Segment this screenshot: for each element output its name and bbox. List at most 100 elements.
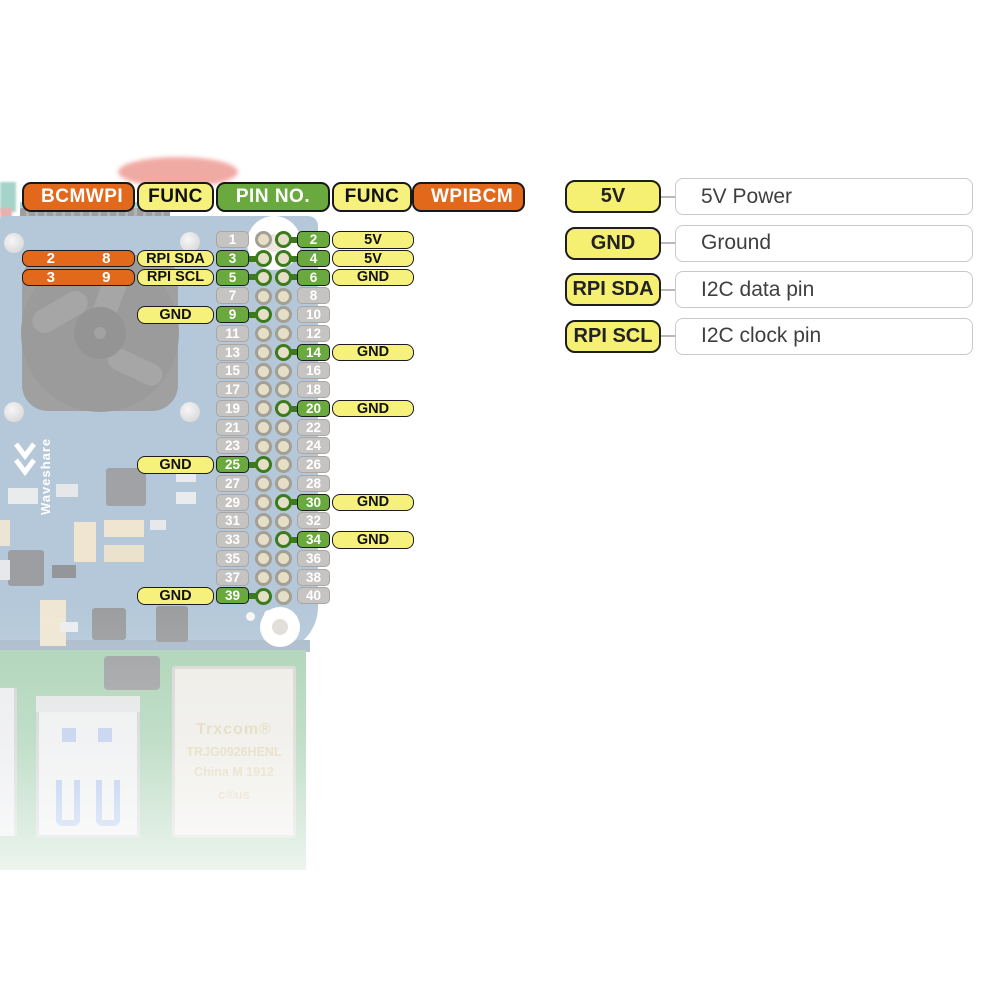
board-edge-fragment-teal xyxy=(0,182,16,212)
pin-number-15: 15 xyxy=(216,362,249,380)
waveshare-wave-icon xyxy=(14,442,36,477)
pin-number-11: 11 xyxy=(216,324,249,342)
legend: 5V 5V Power GND Ground RPI SDA I2C data … xyxy=(565,178,973,364)
fan-hub-center xyxy=(94,327,106,339)
solder-pad-pin-3 xyxy=(254,250,272,267)
pin-number-12: 12 xyxy=(297,324,330,342)
legend-row-gnd: GND Ground xyxy=(565,224,973,262)
connector-pin-6 xyxy=(288,274,299,281)
pin-number-30: 30 xyxy=(297,493,330,511)
solder-pad-pin-14 xyxy=(274,343,292,361)
header-wpi-bcm-right: WPI BCM xyxy=(412,182,525,212)
legend-desc-gnd: Ground xyxy=(675,224,973,262)
solder-pad-pin-12 xyxy=(274,325,292,342)
pin-number-21: 21 xyxy=(216,418,249,436)
pin-number-26: 26 xyxy=(297,456,330,473)
smd-component xyxy=(0,560,10,580)
solder-pad-pin-10 xyxy=(274,306,292,324)
connector-pin-30 xyxy=(288,499,299,506)
solder-pad-pin-8 xyxy=(274,287,292,305)
func-label-pin-25: GND xyxy=(137,456,214,474)
pin-number-20: 20 xyxy=(297,399,330,417)
ic-chip xyxy=(106,468,146,506)
pin-number-35: 35 xyxy=(216,549,249,567)
pin-number-9: 9 xyxy=(216,306,249,323)
solder-pad-pin-20 xyxy=(274,400,292,417)
solder-pad-pin-11 xyxy=(254,325,272,342)
pin-number-2: 2 xyxy=(297,231,330,248)
pin-number-14: 14 xyxy=(297,343,330,361)
solder-pad-pin-23 xyxy=(254,437,272,455)
bcm-value: 2 xyxy=(46,250,55,267)
ic-chip xyxy=(8,550,44,586)
pin-number-22: 22 xyxy=(297,418,330,436)
pin-number-40: 40 xyxy=(297,587,330,605)
header-pin-no-label: PIN NO. xyxy=(235,186,311,207)
solder-pad-pin-18 xyxy=(274,381,292,399)
pin-number-25: 25 xyxy=(216,456,249,473)
pin-number-29: 29 xyxy=(216,493,249,511)
fin-teeth xyxy=(20,208,170,224)
capacitor xyxy=(104,545,144,562)
legend-badge-gnd: GND xyxy=(565,226,661,260)
solder-pad-pin-39 xyxy=(254,587,272,605)
pin-number-38: 38 xyxy=(297,568,330,586)
fan-hub xyxy=(74,307,126,359)
connector-pin-4 xyxy=(288,255,299,262)
legend-row-scl: RPI SCL I2C clock pin xyxy=(565,317,973,355)
header-func-left: FUNC xyxy=(137,182,214,212)
header-bcm-wpi-left: BCM WPI xyxy=(22,182,135,212)
pin-number-13: 13 xyxy=(216,343,249,361)
solder-pad-pin-32 xyxy=(274,512,292,530)
wpi-value: 8 xyxy=(102,250,111,267)
solder-pad-pin-38 xyxy=(274,568,292,586)
legend-desc-5v: 5V Power xyxy=(675,178,973,215)
solder-pad-pin-34 xyxy=(274,531,292,549)
connector-pin-39 xyxy=(247,593,258,599)
pin-number-32: 32 xyxy=(297,512,330,530)
pin-number-17: 17 xyxy=(216,381,249,398)
connector-pin-3 xyxy=(247,255,258,262)
pin-number-4: 4 xyxy=(297,249,330,267)
legend-connector xyxy=(661,242,675,244)
func-label-pin-9: GND xyxy=(137,306,214,324)
header-func-right-label: FUNC xyxy=(344,186,400,207)
header-bcm-left-label: BCM xyxy=(41,186,86,207)
pin-number-27: 27 xyxy=(216,474,249,492)
pin-number-19: 19 xyxy=(216,399,249,417)
board-edge-fragment-red xyxy=(0,208,12,224)
solder-pad-pin-30 xyxy=(274,493,292,511)
pin-number-37: 37 xyxy=(216,568,249,586)
func-label-pin-39: GND xyxy=(137,587,214,605)
connector-pin-34 xyxy=(288,536,299,543)
pin-number-6: 6 xyxy=(297,268,330,286)
smd-component xyxy=(56,484,78,497)
header-func-left-label: FUNC xyxy=(148,186,203,207)
solder-pad-pin-5 xyxy=(254,268,272,286)
photo-fade xyxy=(0,600,360,1000)
header-wpi-left-label: WPI xyxy=(85,186,124,207)
pin-number-16: 16 xyxy=(297,362,330,380)
func-label-pin-30: GND xyxy=(332,493,414,511)
legend-desc-sda: I2C data pin xyxy=(675,271,973,308)
screw-top-right xyxy=(180,232,200,252)
connector-pin-25 xyxy=(247,461,258,468)
pin-number-36: 36 xyxy=(297,549,330,567)
pin-number-34: 34 xyxy=(297,531,330,548)
func-label-pin-3: RPI SDA xyxy=(137,249,214,268)
solder-pad-pin-36 xyxy=(274,550,292,567)
screw-top-left xyxy=(4,233,24,253)
header-func-right: FUNC xyxy=(332,182,412,212)
solder-pad-pin-17 xyxy=(254,381,272,399)
legend-desc-scl: I2C clock pin xyxy=(675,317,973,355)
connector-pin-14 xyxy=(288,349,299,356)
smd-component xyxy=(150,520,166,530)
smd-component xyxy=(52,565,76,578)
solder-pad-pin-33 xyxy=(254,531,272,549)
legend-badge-scl: RPI SCL xyxy=(565,319,661,353)
solder-pad-pin-16 xyxy=(274,362,292,380)
legend-badge-sda: RPI SDA xyxy=(565,273,661,306)
pin-number-33: 33 xyxy=(216,531,249,548)
